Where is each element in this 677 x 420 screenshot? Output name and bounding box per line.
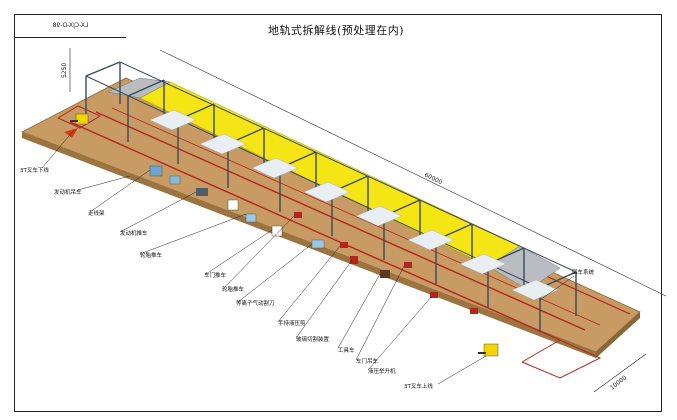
rail-left [69,121,561,341]
rail-loop-left [57,105,102,129]
forklift-up-icon [478,343,499,357]
label-glass-cutter: 玻璃切割装置 [296,335,330,343]
label-forklift-up: 3T叉车上线 [404,382,433,390]
label-engine-cart: 发动机推车 [120,229,148,237]
dim-length-line [159,49,667,297]
label-rack: 走线架 [88,209,105,217]
top-beam-left [85,75,541,289]
floor-slab [21,77,641,353]
dim-width: 10000 [609,374,628,391]
floor-edge-front [22,132,596,358]
label-tool-cart: 工具车 [338,346,355,354]
drawing-frame [14,14,662,412]
label-hand-hydraulic: 手持液压剪 [278,319,306,327]
page-title: 地轨式拆解线(预处理在内) [268,24,405,37]
dim-length: 60000 [423,172,443,187]
label-wheel-cart: 轮胎推车 [222,285,245,293]
rail-loop-right [521,339,602,379]
dim-height: 5250 [61,63,68,78]
gantry-frames [85,61,577,332]
top-beam-right [119,61,577,273]
label-return-system: 回车系统 [572,268,595,276]
label-plasma: 等离子气动割刀 [236,299,275,307]
car-bodies [149,109,559,301]
leader-lines [41,129,575,385]
dim-width-line [593,353,647,393]
label-door-cart: 车门推车 [204,271,227,279]
label-door-hoist: 车门吊车 [356,357,379,365]
label-forklift-down: 3T叉车下线 [20,166,49,174]
label-hydraulic-lift: 液压举升机 [368,367,396,375]
floor-edge-right [596,312,640,358]
label-engine-hoist: 发动机吊车 [54,188,82,196]
label-tire-cart: 轮胎推车 [140,251,163,259]
forklift-down-icon [64,113,89,138]
